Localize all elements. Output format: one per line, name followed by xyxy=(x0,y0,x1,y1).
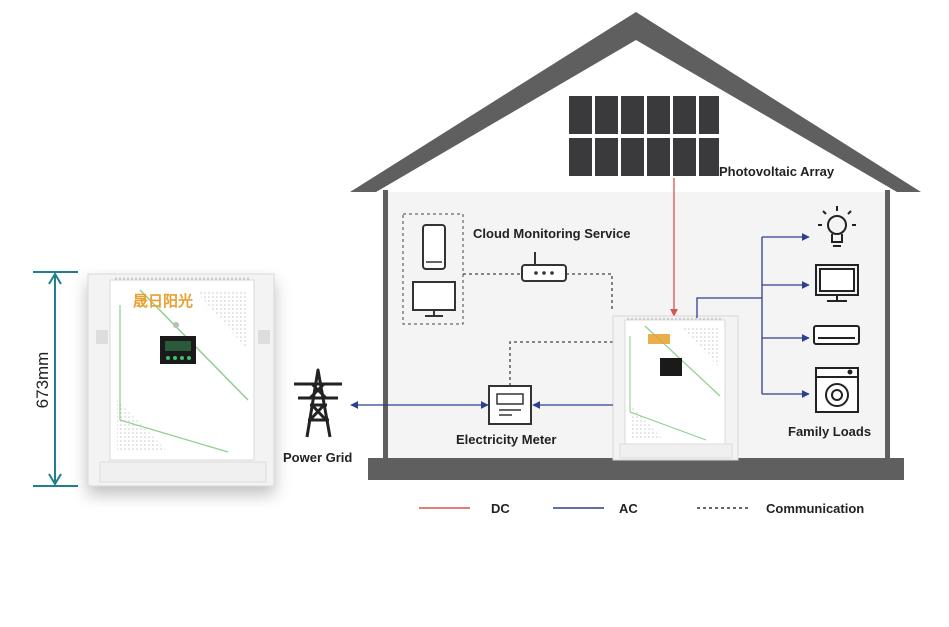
photovoltaic-array xyxy=(569,96,719,176)
family-loads-label: Family Loads xyxy=(788,424,871,439)
inverter-unit-house xyxy=(612,315,739,461)
tv-icon xyxy=(815,264,859,302)
washing-machine-icon xyxy=(815,367,859,413)
power-grid-label: Power Grid xyxy=(283,450,352,465)
ac-lines xyxy=(350,233,810,409)
photovoltaic-array-label: Photovoltaic Array xyxy=(719,164,835,179)
inverter-product: 晟日阳光 xyxy=(87,273,275,487)
legend: DC AC Communication xyxy=(419,501,864,516)
desktop-monitor-icon xyxy=(412,281,456,317)
dimension-label: 673mm xyxy=(33,352,52,409)
electricity-meter-icon xyxy=(488,385,532,425)
air-conditioner-icon xyxy=(813,325,860,345)
cloud-monitoring-label: Cloud Monitoring Service xyxy=(473,226,630,241)
dimension-marker: 673mm xyxy=(33,271,78,487)
power-tower-icon xyxy=(294,368,342,438)
legend-ac-label: AC xyxy=(619,501,638,516)
electricity-meter-label: Electricity Meter xyxy=(456,432,556,447)
router-icon xyxy=(521,252,567,282)
communication-lines xyxy=(463,273,613,386)
mobile-phone-icon xyxy=(422,224,446,270)
legend-dc-label: DC xyxy=(491,501,510,516)
light-bulb-icon xyxy=(818,206,856,247)
cloud-monitoring-devices xyxy=(402,213,464,325)
legend-communication-label: Communication xyxy=(766,501,864,516)
brand-logo: 晟日阳光 xyxy=(133,292,193,310)
